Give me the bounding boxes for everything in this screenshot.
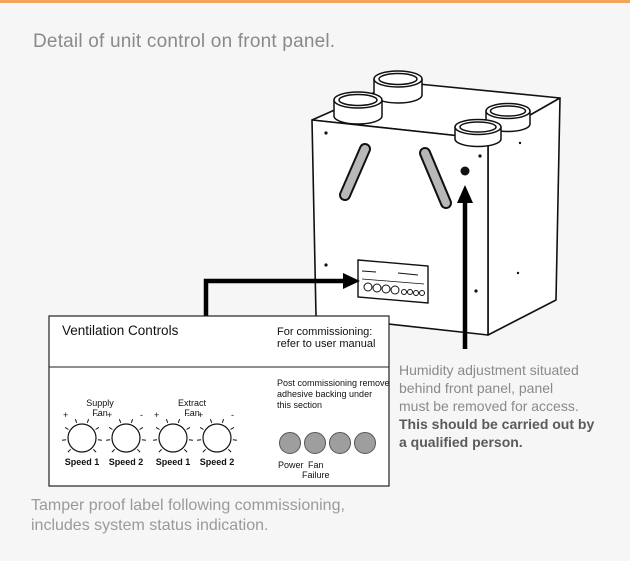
dial-label-speed2-extract: Speed 2 [200, 457, 235, 467]
dial-plus-marker: + [154, 410, 159, 420]
ventilation-controls-label: Ventilation Controls For commissioning: … [49, 316, 390, 486]
humidity-warning-line2: a qualified person. [399, 433, 614, 451]
post-commissioning-line2: adhesive backing under [277, 389, 372, 399]
fan-led-label: Fan [308, 460, 324, 470]
failure-led-label: Failure [302, 470, 330, 480]
commissioning-note-line1: For commissioning: [277, 326, 372, 338]
supply-fan-label-line2: Fan [92, 408, 108, 418]
dial-plus-marker: + [107, 410, 112, 420]
unit-illustration: Ventilation Controls For commissioning: … [0, 3, 630, 561]
humidity-note-line3: must be removed for access. [399, 397, 614, 415]
dial-label-speed1-supply: Speed 1 [65, 457, 100, 467]
label-title: Ventilation Controls [62, 323, 179, 338]
post-commissioning-line3: this section [277, 400, 322, 410]
humidity-access-hole [461, 167, 470, 176]
dial-label-speed2-supply: Speed 2 [109, 457, 144, 467]
dial-minus-marker: - [140, 410, 143, 420]
humidity-warning-line1: This should be carried out by [399, 415, 614, 433]
dial-label-speed1-extract: Speed 1 [156, 457, 191, 467]
extract-fan-label-line1: Extract [178, 398, 207, 408]
status-led-4 [355, 433, 376, 454]
humidity-note-line2: behind front panel, panel [399, 379, 614, 397]
footnote: Tamper proof label following commissioni… [31, 496, 391, 536]
dial-minus-marker: - [231, 410, 234, 420]
dial-plus-marker: + [198, 410, 203, 420]
humidity-note: Humidity adjustment situated behind fron… [399, 361, 614, 451]
supply-fan-label-line1: Supply [86, 398, 114, 408]
footnote-line1: Tamper proof label following commissioni… [31, 496, 391, 516]
spigot-front [455, 120, 501, 147]
commissioning-note-line2: refer to user manual [277, 338, 375, 350]
dial-plus-marker: + [63, 410, 68, 420]
status-led-3 [330, 433, 351, 454]
dial-minus-marker: - [187, 410, 190, 420]
mini-control-panel [358, 260, 428, 303]
humidity-note-line1: Humidity adjustment situated [399, 361, 614, 379]
footnote-line2: includes system status indication. [31, 516, 391, 536]
dial-minus-marker: - [96, 410, 99, 420]
fan-failure-led [305, 433, 326, 454]
spigot-left [334, 92, 382, 124]
post-commissioning-line1: Post commissioning remove [277, 378, 390, 388]
power-led-label: Power [278, 460, 304, 470]
power-led [280, 433, 301, 454]
unit-front-face [312, 120, 488, 335]
